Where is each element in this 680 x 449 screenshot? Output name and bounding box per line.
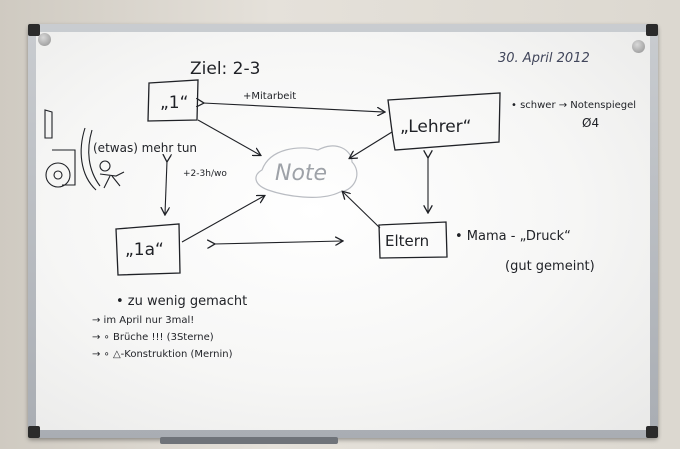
- eltern-note-line-2: (gut gemeint): [505, 259, 595, 274]
- eltern-note-line-1: • Mama - „Druck“: [455, 229, 571, 244]
- frame-corner-top-right: [646, 24, 658, 36]
- list-title: • zu wenig gemacht: [116, 294, 247, 309]
- arrow-1a-note: [181, 196, 264, 243]
- frame-corner-bottom-left: [28, 426, 40, 438]
- arrow-1-lehrer: [203, 103, 384, 112]
- magnet-top-left: [38, 33, 51, 46]
- arrow-1a-eltern: [214, 241, 342, 244]
- lehrer-note-line-2: Ø4: [582, 116, 599, 130]
- mehr-tun-text: (etwas) mehr tun: [93, 141, 197, 155]
- node-lehrer-label: „Lehrer“: [400, 117, 471, 137]
- list-item-3: → ∘ △-Konstruktion (Mernin): [92, 349, 233, 360]
- arrow-lehrer-note: [350, 131, 393, 158]
- date-text: 30. April 2012: [498, 51, 590, 66]
- node-1-box: [147, 79, 199, 122]
- time-text: +2-3h/wo: [183, 169, 227, 179]
- frame-corner-bottom-right: [646, 426, 658, 438]
- note-cloud-shape: [255, 145, 358, 198]
- frame-corner-top-left: [28, 24, 40, 36]
- wheelchair-sketch: [44, 109, 125, 191]
- note-label: Note: [275, 161, 327, 186]
- marker-tray: [160, 437, 338, 444]
- arrow-eltern-note: [343, 192, 381, 229]
- node-1-label: „1“: [160, 93, 188, 113]
- arrow-1-1a: [165, 161, 167, 214]
- node-1a-box: [115, 223, 181, 276]
- list-item-2: → ∘ Brüche !!! (3Sterne): [92, 332, 214, 343]
- node-eltern-box: [378, 221, 448, 259]
- list-item-1: → im April nur 3mal!: [92, 315, 194, 326]
- lehrer-note-line-1: • schwer → Notenspiegel: [511, 100, 636, 111]
- node-lehrer-box: [387, 92, 501, 151]
- node-eltern-label: Eltern: [385, 232, 429, 250]
- arrow-1-note: [197, 119, 260, 155]
- node-1a-label: „1a“: [125, 240, 164, 260]
- mitarbeit-text: +Mitarbeit: [243, 91, 296, 102]
- magnet-top-right: [632, 40, 645, 53]
- goal-text: Ziel: 2-3: [190, 59, 260, 79]
